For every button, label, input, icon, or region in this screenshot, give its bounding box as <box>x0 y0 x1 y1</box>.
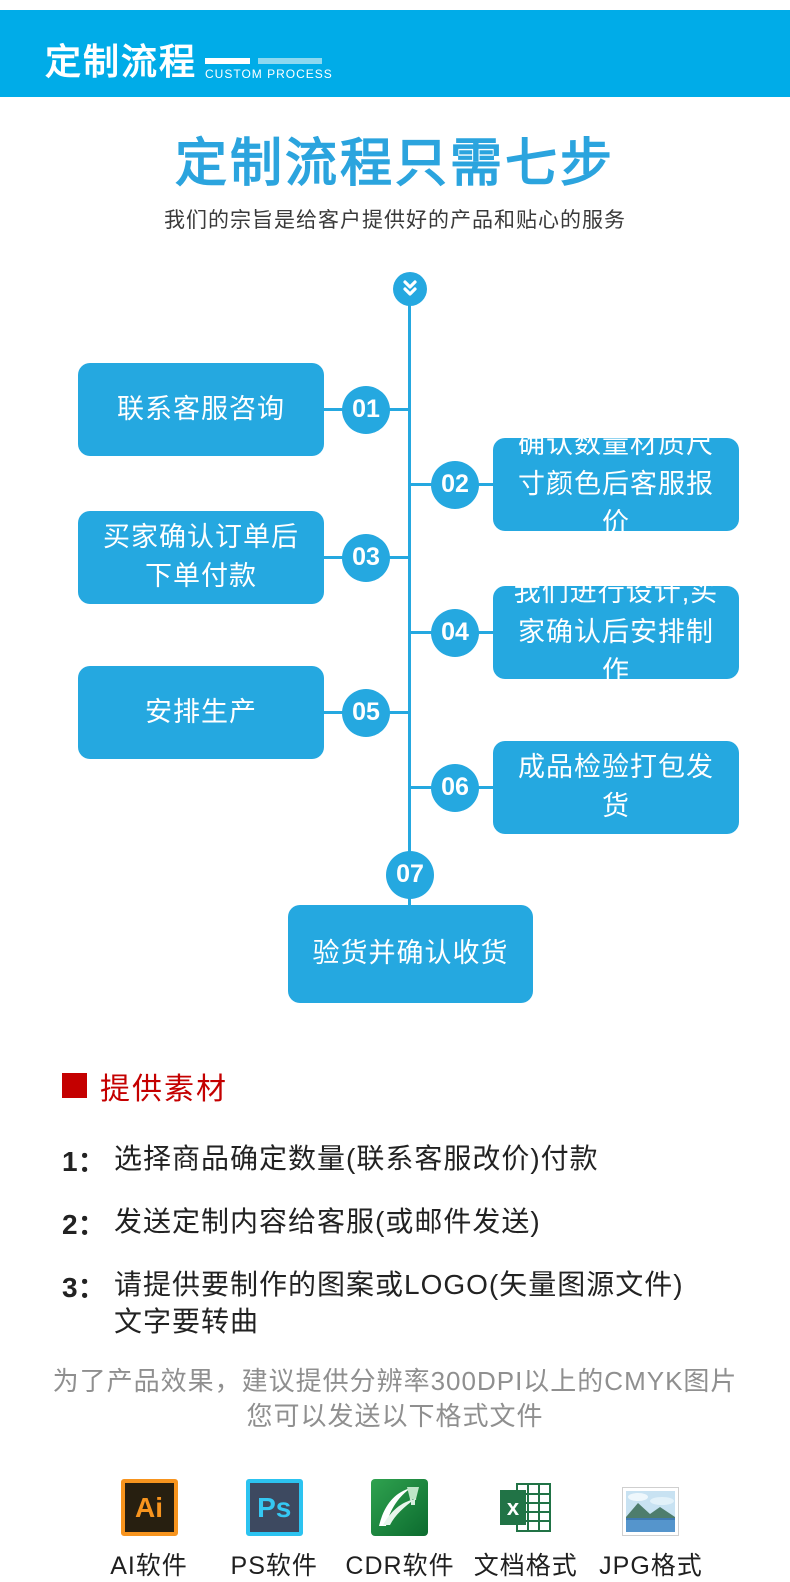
list-item-number: 1： <box>62 1145 106 1177</box>
materials-title: 提供素材 <box>100 1072 228 1106</box>
flow-step-box-6: 成品检验打包发货 <box>493 740 739 834</box>
photoshop-icon: Ps <box>245 1479 303 1537</box>
flow-step-number-1: 01 <box>342 385 390 434</box>
flow-step-label: 我们进行设计,买家确认后安排制作 <box>513 577 719 686</box>
custom-process-page: 定制流程 CUSTOM PROCESS 定制流程只需七步 我们的宗旨是给客户提供… <box>0 10 790 1582</box>
flow-step-box-3: 买家确认订单后下单付款 <box>78 510 324 604</box>
list-item-number: 3： <box>62 1271 106 1303</box>
format-label: 文档格式 <box>473 1552 578 1581</box>
banner-subtitle-block: CUSTOM PROCESS <box>205 58 333 80</box>
flow-step-label: 买家确认订单后下单付款 <box>103 521 299 592</box>
flow-step-number-6: 06 <box>431 763 479 812</box>
coreldraw-icon <box>371 1479 429 1537</box>
format-doc: x 文档格式 <box>472 1478 580 1582</box>
flow-step-label: 安排生产 <box>145 696 257 727</box>
start-chevron-icon <box>393 271 427 306</box>
format-jpg: JPG格式 <box>597 1478 705 1582</box>
list-item-text: 请提供要制作的图案或LOGO(矢量图源文件) <box>114 1268 684 1300</box>
format-note: 为了产品效果，建议提供分辨率300DPI以上的CMYK图片 您可以发送以下格式文… <box>0 1364 790 1434</box>
format-cdr: CDR软件 <box>345 1478 454 1582</box>
flow-step-box-4: 我们进行设计,买家确认后安排制作 <box>493 577 739 686</box>
note-line-1: 为了产品效果，建议提供分辨率300DPI以上的CMYK图片 <box>52 1366 738 1397</box>
flow-step-number-5: 05 <box>342 688 390 737</box>
jpg-photo-icon <box>622 1487 680 1537</box>
materials-heading: 提供素材 <box>0 1064 790 1108</box>
materials-list: 1： 选择商品确定数量(联系客服改价)付款 2： 发送定制内容给客服(或邮件发送… <box>0 1140 790 1342</box>
flow-step-label: 成品检验打包发货 <box>518 751 714 822</box>
format-label: JPG格式 <box>599 1552 703 1581</box>
adobe-illustrator-icon: Ai <box>120 1479 178 1537</box>
list-item-text: 发送定制内容给客服(或邮件发送) <box>114 1205 541 1237</box>
red-square-bullet <box>62 1073 87 1099</box>
flow-step-number-7: 07 <box>386 850 434 899</box>
flow-step-label: 联系客服咨询 <box>117 393 285 424</box>
svg-text:x: x <box>507 1495 520 1520</box>
excel-document-icon: x <box>500 1483 552 1533</box>
format-label: PS软件 <box>230 1552 318 1581</box>
format-ps: Ps PS软件 <box>220 1478 328 1582</box>
intro: 定制流程只需七步 我们的宗旨是给客户提供好的产品和贴心的服务 <box>0 137 790 234</box>
flow-step-box-5: 安排生产 <box>78 665 324 759</box>
flow-step-box-2: 确认数量材质尺寸颜色后客服报价 <box>493 429 739 538</box>
dash-light <box>258 58 323 64</box>
page-title: 定制流程只需七步 <box>174 135 615 193</box>
flow-step-number-2: 02 <box>431 460 479 509</box>
flow-step-label: 验货并确认收货 <box>312 938 509 969</box>
flow-step-label: 确认数量材质尺寸颜色后客服报价 <box>518 429 714 538</box>
page-subtitle: 我们的宗旨是给客户提供好的产品和贴心的服务 <box>164 208 626 232</box>
flow-step-box-1: 联系客服咨询 <box>78 362 324 456</box>
file-formats-row: Ai AI软件 Ps PS软件 <box>95 1478 705 1582</box>
dash-white <box>205 58 251 64</box>
banner: 定制流程 CUSTOM PROCESS <box>0 10 790 97</box>
banner-title-en: CUSTOM PROCESS <box>205 67 333 81</box>
format-ai: Ai AI软件 <box>95 1478 203 1582</box>
list-item-text: 选择商品确定数量(联系客服改价)付款 <box>114 1142 599 1174</box>
format-label: AI软件 <box>110 1552 188 1581</box>
list-item: 2： 发送定制内容给客服(或邮件发送) <box>62 1203 790 1243</box>
banner-title: 定制流程 <box>45 41 198 82</box>
process-flowchart: 联系客服咨询 01 确认数量材质尺寸颜色后客服报价 02 买家确认订单后下单付款… <box>0 258 790 1038</box>
note-line-2: 您可以发送以下格式文件 <box>246 1401 544 1432</box>
flow-step-number-4: 04 <box>431 608 479 657</box>
list-item: 3： 请提供要制作的图案或LOGO(矢量图源文件) 文字要转曲 <box>62 1266 790 1342</box>
list-item-number: 2： <box>62 1208 106 1240</box>
list-item: 1： 选择商品确定数量(联系客服改价)付款 <box>62 1140 790 1180</box>
flow-vertical-line <box>408 287 411 905</box>
format-label: CDR软件 <box>345 1552 455 1581</box>
flow-step-box-7: 验货并确认收货 <box>288 904 533 1003</box>
list-item-text-line2: 文字要转曲 <box>114 1306 260 1338</box>
banner-dashes <box>205 58 333 64</box>
flow-step-number-3: 03 <box>342 533 390 582</box>
